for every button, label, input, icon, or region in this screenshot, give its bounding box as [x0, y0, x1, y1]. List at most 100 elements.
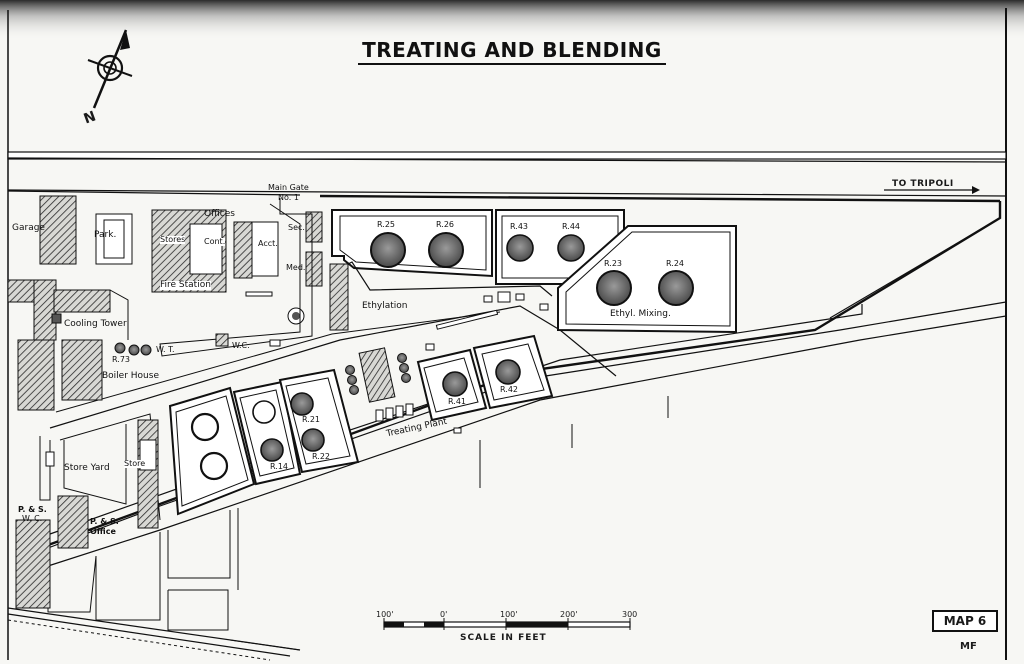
label-ps-wc-sub: W. C. [22, 514, 43, 523]
small-hut [453, 427, 462, 434]
treating-unit [395, 405, 404, 418]
tank-empty-3 [252, 400, 276, 424]
label-tank-r25: R.25 [377, 220, 395, 229]
road-line-3 [7, 190, 301, 196]
inner-road [49, 304, 863, 535]
park-inner [103, 219, 125, 259]
label-tank-r44: R.44 [562, 222, 580, 231]
road-top-edge [7, 151, 1007, 160]
label-fire-station: Fire Station [160, 280, 211, 290]
page-shadow [0, 0, 1024, 40]
tank-empty-1 [190, 412, 220, 442]
label-tank-r23: R.23 [604, 259, 622, 268]
compound-r41-inner [423, 357, 479, 413]
plot [167, 589, 229, 631]
store-building [137, 419, 159, 529]
label-wt: W. T. [156, 345, 175, 354]
garage-building [39, 195, 77, 265]
treating-unit [405, 403, 414, 416]
small-hut [269, 339, 281, 347]
compound-large-west [168, 386, 256, 516]
label-park: Park. [94, 230, 117, 240]
map-title: TREATING AND BLENDING [0, 38, 1024, 65]
direction-arrowhead [972, 186, 980, 194]
yard-wall [39, 436, 51, 501]
tank-r24 [658, 270, 694, 306]
shed-2 [33, 279, 57, 341]
treating-vessel [397, 353, 407, 363]
sec-building [305, 211, 323, 243]
scale-tick: 300 [622, 610, 638, 619]
label-ps-office: P. & S. [90, 517, 119, 526]
med-building [305, 251, 323, 287]
cont-building [189, 223, 223, 275]
compound-r21-r22-inner [285, 377, 351, 465]
tank-empty-2 [199, 451, 229, 481]
scale-tick: 100' [376, 610, 394, 619]
road-line [7, 157, 1007, 163]
label-gate-no: No. 1 [278, 193, 299, 202]
tank-r41 [442, 371, 468, 397]
railway [7, 619, 271, 661]
treating-vessel [345, 365, 355, 375]
fire-station-marker [245, 291, 273, 297]
small-hut [539, 303, 549, 311]
cooling-tower-marker [51, 313, 62, 324]
tank-r23 [596, 270, 632, 306]
tank-r44 [557, 234, 585, 262]
label-ps-wc: P. & S. [18, 505, 47, 514]
label-store-yard: Store Yard [64, 463, 110, 473]
label-ethylation: Ethylation [362, 301, 408, 311]
author-initials: MF [960, 641, 977, 652]
tank-r73-c [140, 344, 152, 356]
plant-fence-south [39, 201, 1002, 550]
acct-building [233, 221, 253, 279]
treating-vessel [399, 363, 409, 373]
label-acct: Acct. [258, 239, 278, 248]
treating-vessel [401, 373, 411, 383]
tank-r25 [370, 232, 406, 268]
scale-tick: 100' [500, 610, 518, 619]
compound-large-west-inner [175, 395, 249, 507]
compound-r14 [232, 380, 302, 486]
scale-tick: 200' [560, 610, 578, 619]
compound-r14-inner [239, 389, 295, 477]
ps-wc-building [15, 519, 51, 609]
label-tank-r41: R.41 [448, 397, 466, 406]
label-tank-r42: R.42 [500, 385, 518, 394]
outer-road-2 [47, 315, 1007, 567]
label-tank-r22: R.22 [312, 452, 330, 461]
yard-hut [45, 451, 55, 467]
scale-tick: 0' [440, 610, 448, 619]
small-hut [515, 293, 525, 301]
internal-road-north [49, 305, 617, 429]
tank-r14 [260, 438, 284, 462]
label-ethyl-mixing: Ethyl. Mixing. [610, 309, 671, 319]
ethylation-pipe [347, 261, 553, 297]
compound-r42-inner [481, 343, 545, 401]
treating-vessel [349, 385, 359, 395]
treating-unit [375, 409, 384, 422]
pipe-rack [435, 309, 499, 330]
treating-plant-building [358, 347, 396, 403]
boiler-annex [17, 339, 55, 411]
compound-r25-r26-inner [339, 215, 487, 271]
boiler-house-building [61, 339, 103, 401]
label-store: Store [124, 459, 146, 468]
label-garage: Garage [12, 223, 45, 233]
treating-unit [385, 407, 394, 420]
plot [47, 555, 97, 613]
tank-r73 [114, 342, 126, 354]
label-ps-office-sub: Office [90, 527, 116, 536]
compound-ethyl-mixing [557, 225, 737, 334]
acct-annex [251, 221, 279, 277]
fence-inner [829, 217, 1001, 319]
label-tank-r43: R.43 [510, 222, 528, 231]
label-tank-r24: R.24 [666, 259, 684, 268]
label-tank-r21: R.21 [302, 415, 320, 424]
cooling-tower-wall [109, 289, 129, 340]
gate-enclosure [159, 198, 313, 357]
treating-vessel [347, 375, 357, 385]
